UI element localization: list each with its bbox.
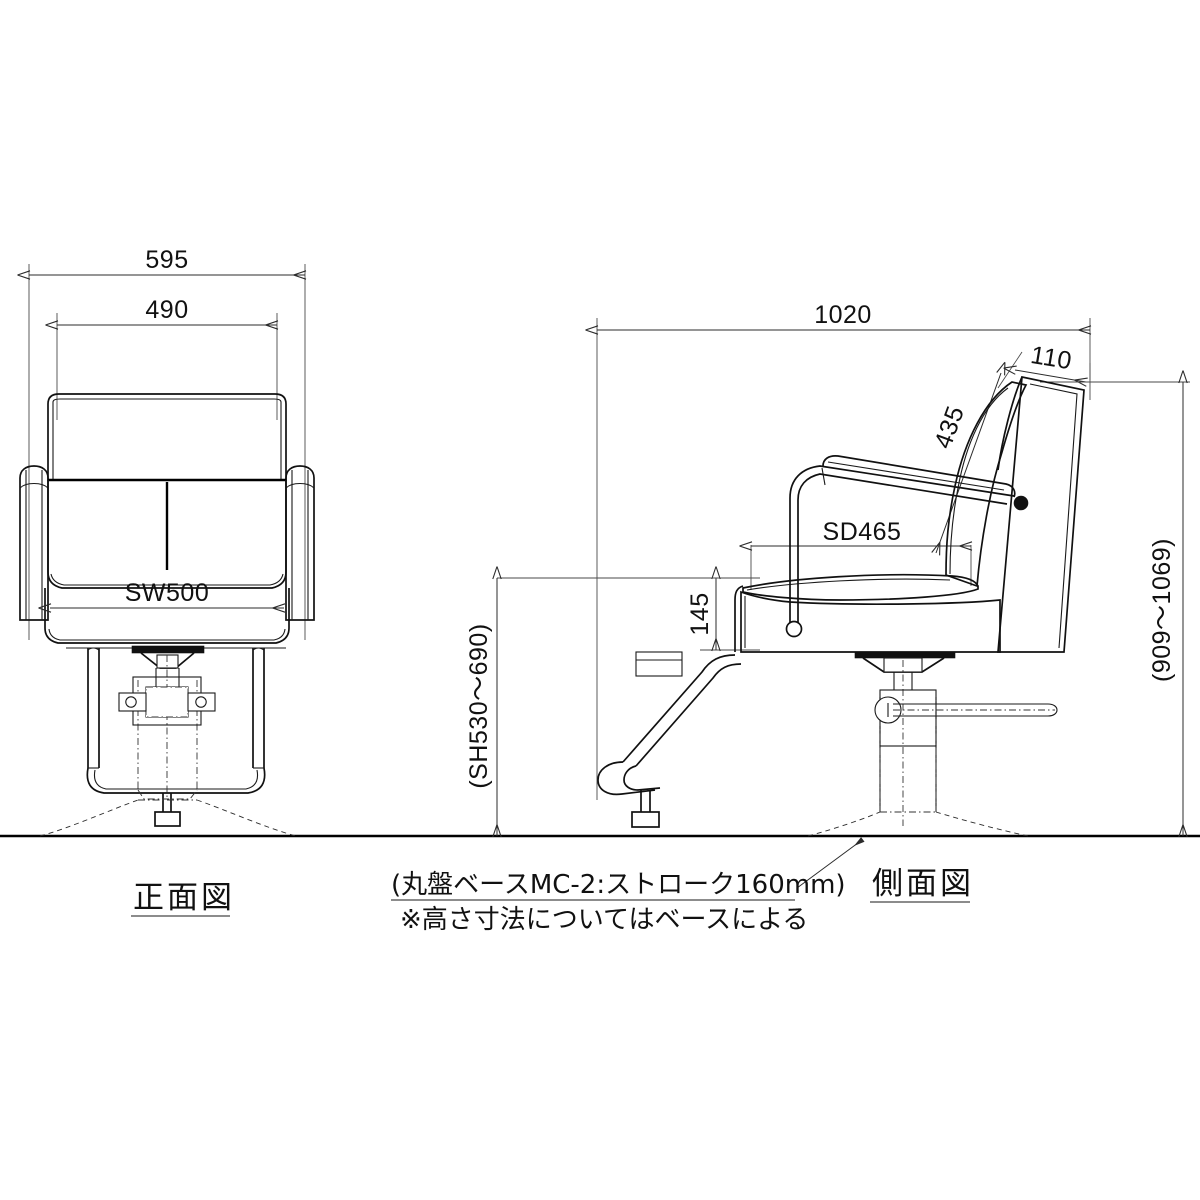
base-leader-arrow [796, 837, 865, 889]
side-seat-cushion [742, 573, 979, 601]
side-armrest [785, 465, 1029, 638]
dim-1020-label: 1020 [814, 301, 872, 329]
side-view-group: 1020 110 435 SD465 [465, 301, 1190, 903]
front-pedestal [39, 789, 297, 837]
dim-SD465: SD465 [739, 518, 973, 590]
dim-490: 490 [45, 296, 279, 420]
dim-SD465-label: SD465 [823, 518, 902, 546]
side-underseat-hardware [635, 651, 956, 677]
dim-SW500: SW500 [38, 579, 286, 613]
dim-110: 110 [997, 341, 1091, 400]
side-seat-base [734, 585, 1001, 653]
dim-SH-range-label: (SH530〜690) [465, 623, 493, 788]
front-backrest [47, 393, 287, 481]
dim-overall-height-range-label: (909〜1069) [1148, 538, 1176, 682]
note-line-1: (丸盤ベースMC-2:ストローク160mm) [391, 870, 846, 900]
dim-SW500-label: SW500 [125, 579, 209, 607]
side-footrest-arm [597, 654, 742, 828]
side-pedestal-column [807, 660, 1058, 837]
notes-block: (丸盤ベースMC-2:ストローク160mm) ※高さ寸法についてはベースによる [391, 870, 846, 935]
front-armrest-left [19, 465, 49, 621]
front-view-label: 正面図 [131, 880, 235, 917]
dim-SH-range: (SH530〜690) [465, 566, 760, 838]
front-gas-column [118, 655, 216, 800]
dim-110-label: 110 [1029, 341, 1074, 375]
note-line-2: ※高さ寸法についてはベースによる [400, 905, 808, 935]
dim-1020: 1020 [585, 301, 1092, 800]
dim-595: 595 [17, 246, 307, 640]
side-view-label-text: 側面図 [872, 866, 974, 902]
dim-overall-height-range: (909〜1069) [1040, 370, 1190, 838]
front-view-label-text: 正面図 [133, 880, 235, 916]
front-seat-underside [66, 645, 286, 669]
front-footrest-frame [86, 647, 266, 794]
dim-435: 435 [929, 361, 1006, 556]
dim-145: 145 [686, 566, 760, 652]
front-armrest-right [285, 465, 315, 621]
side-armrest-pad [822, 455, 1016, 498]
front-seat-cushion [47, 478, 287, 589]
dim-435-label: 435 [929, 402, 970, 452]
side-backrest [997, 375, 1085, 653]
side-view-label: 側面図 [870, 866, 974, 903]
dim-595-label: 595 [145, 246, 188, 274]
dim-490-label: 490 [145, 296, 188, 324]
dim-145-label: 145 [686, 592, 714, 635]
front-view-group: 595 490 [17, 246, 315, 917]
